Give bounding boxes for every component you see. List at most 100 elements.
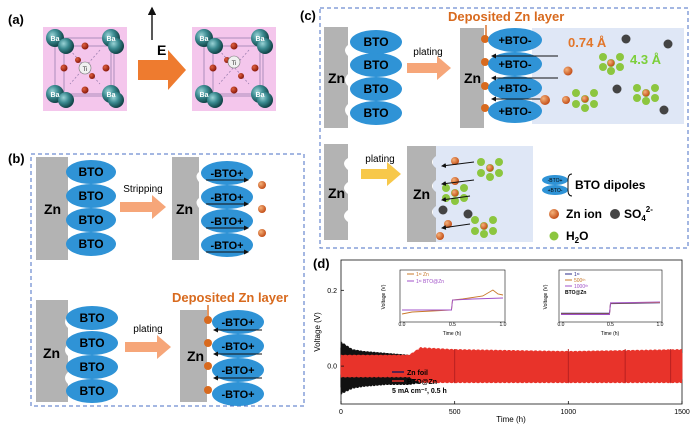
deposited-zn-dots [204,316,212,394]
inset-right-legend-4: BTO@Zn [565,290,586,296]
x-tick-label: 0 [339,409,343,416]
plating-field-arrows [213,327,262,381]
zn-label: Zn [44,201,61,217]
panel-b-border [30,153,305,407]
legend-sulfate-swatch [610,209,620,219]
y-tick-label: 0.0 [327,364,337,371]
x-tick-label: 1000 [561,409,577,416]
zn-electrode-dendritic [407,146,436,242]
x-tick-label: 500 [449,409,461,416]
zn-label: Zn [328,185,345,201]
stripping-arrow [120,195,166,219]
inset-series-line [561,301,661,315]
stripping-label: Stripping [123,184,162,195]
ba-label: Ba [200,92,209,99]
legend-dipole-swatch [542,175,568,185]
bto-reversed-label: -BTO+ [210,240,243,252]
plating-label: plating [413,47,442,58]
plating-arrow [125,335,171,359]
ba-atoms-right [195,29,273,108]
distance-small: 0.74 Å [568,35,607,50]
bto-dipole-stack-c [488,28,542,123]
transform-arrow [138,50,186,90]
plating-arrow [407,56,451,80]
test-condition: 5 mA cm⁻², 0.5 h [392,388,447,395]
stripping-field-arrows [206,177,249,255]
legend-water-swatch [549,231,559,241]
zn-ion-core [451,164,494,230]
zn-label: Zn [464,70,481,86]
bto-dipole-label: +BTO- [498,106,531,118]
zn-ion-core [581,59,650,103]
panel-d-label: (d) [313,256,330,271]
legend-zn-ion-label: Zn ion [566,207,602,221]
bto-label: BTO [79,384,104,398]
bto-dipole-label: +BTO- [498,83,531,95]
inset-left-frame [399,269,506,323]
e-field-label: E [157,42,166,58]
bto-label: BTO [78,189,103,203]
legend-sulfate-label: SO42- [624,205,653,223]
bto-dipole-label: +BTO- [498,59,531,71]
bottom-ion-arrows [441,161,475,230]
ba-label: Ba [51,36,60,43]
sulfate-ions-top [612,34,673,115]
ba-label: Ba [51,92,60,99]
panel-a-label: (a) [8,12,24,27]
ba-label: Ba [256,36,265,43]
ba-label: Ba [107,92,116,99]
inset-left-ylabel: Voltage (V) [381,284,387,309]
ti-label: Ti [232,61,237,67]
legend-dipole-pos: -BTO+ [548,178,563,184]
ba-atoms-left [46,29,124,108]
inset-right-xlabel: Time (h) [601,331,620,337]
inset-left-legend-2: 1ˢᵗ BTO@Zn [416,279,444,285]
zn-label: Zn [187,348,204,364]
inset-x-tick-label: 1.0 [500,322,507,328]
legend-dipole-swatch [542,185,568,195]
zn-label: Zn [328,70,345,86]
bto-reversed-label: -BTO+ [221,365,254,377]
deposited-zn-dots [481,35,489,112]
zn-electrode-stripped [172,157,199,260]
bto-stack-bottom-right [212,310,264,406]
bto-stack-bottom-left [66,306,118,403]
panel-c-legend: -BTO+ +BTO- BTO dipoles Zn ion SO42- H2O [542,173,653,245]
legend-dipoles-label: BTO dipoles [575,178,646,192]
plating-label: plating [365,154,394,165]
bto-reversed-label: -BTO+ [210,168,243,180]
zn-ions-top [540,66,573,105]
zn-electrode-rough [324,144,348,240]
ba-label: Ba [256,92,265,99]
inset-x-tick-label: 1.0 [657,322,664,328]
legend-zn-ion-swatch [549,209,559,219]
bto-reversed-label: -BTO+ [221,317,254,329]
panel-c-label: (c) [300,8,316,23]
legend-dipole-neg: +BTO- [548,188,563,194]
inset-x-tick-label: 0.5 [607,322,614,328]
bto-reversed-label: -BTO+ [221,389,254,401]
bto-label: BTO [363,82,388,96]
zn-ions-released [258,181,266,237]
inset-left-legend-1: 1ˢᵗ Zn [416,272,429,278]
bto-label: BTO [79,336,104,350]
plating-field-arrows [491,53,558,102]
bto-reversed-label: -BTO+ [210,216,243,228]
plating-arrow-unprotected [361,162,401,186]
bto-label: BTO [78,237,103,251]
panel-c-border [319,7,689,249]
bto-label: BTO [78,165,103,179]
panel-b-label: (b) [8,151,25,166]
inset-right-ylabel: Voltage (V) [543,284,549,309]
inset-left-xlabel: Time (h) [443,331,462,337]
ti-label: Ti [83,67,88,73]
bto-label: BTO [78,213,103,227]
o-atoms-left [60,42,110,94]
zn-electrode [36,157,68,260]
deposited-zn-title: Deposited Zn layer [448,9,564,24]
bto-stack-top-right [201,161,253,257]
